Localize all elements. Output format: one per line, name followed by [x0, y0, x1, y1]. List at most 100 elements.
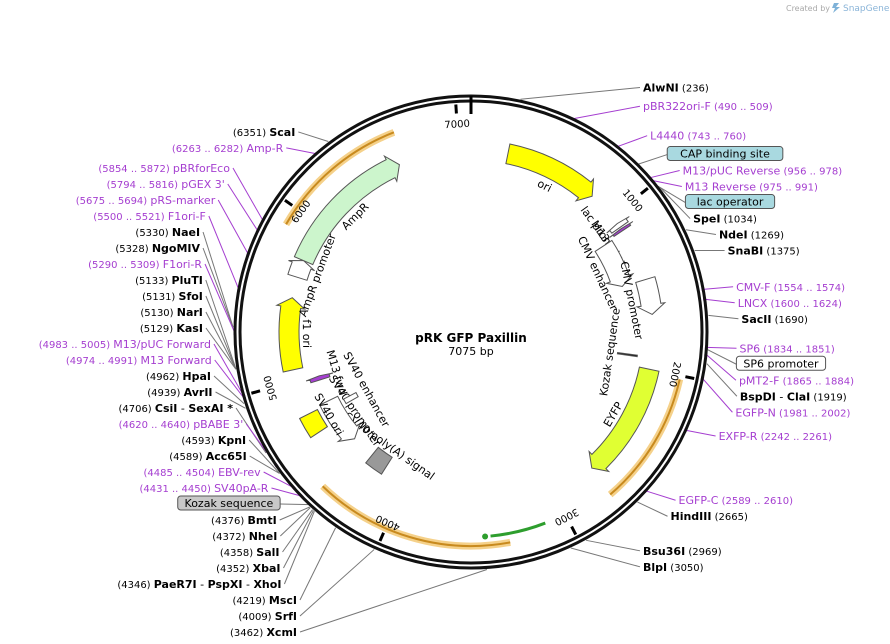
label-naei: (5330) NaeI: [135, 226, 200, 239]
leader-f1ori-f: [208, 215, 240, 290]
label-text-kasi: (5129) KasI: [140, 322, 203, 335]
label-sp6-promoter: SP6 promoter: [735, 355, 827, 371]
leader-cmv-f: [703, 286, 734, 290]
label-text-sacii: SacII (1690): [741, 313, 808, 326]
leader-kasi: [205, 327, 237, 370]
tick-label-7000: 7000: [444, 119, 470, 132]
label-hpai: (4962) HpaI: [146, 370, 211, 383]
leader-egfp-c: [645, 490, 676, 501]
leader-pmt2-f: [705, 353, 737, 381]
leader-spei: [659, 187, 691, 219]
label-box-text-kozak-box: Kozak sequence: [185, 497, 274, 510]
label-snabi: SnaBI (1375): [728, 245, 800, 258]
label-text-xbai: (4352) XbaI: [216, 562, 280, 575]
label-exfp-r: EXFP-R (2242 .. 2261): [719, 430, 833, 443]
leader-hindiii: [637, 501, 668, 517]
leader-xbai: [283, 510, 314, 569]
feature-label-f1-ori: f1 ori: [300, 319, 313, 348]
tick-label-3000: 3000: [552, 506, 580, 527]
label-spei: SpeI (1034): [693, 213, 757, 226]
leader-ampr-primer: [286, 147, 317, 155]
label-sacii: SacII (1690): [741, 313, 808, 326]
leader-sacii: [708, 314, 739, 320]
label-ampr-primer: (6263 .. 6282) Amp-R: [172, 142, 284, 155]
label-text-pbabe3: (4620 .. 4640) pBABE 3': [119, 418, 244, 431]
leader-m13puc-rev: [649, 170, 680, 179]
label-text-alwni: AlwNI (236): [643, 81, 709, 94]
label-bspdi: BspDI - ClaI (1919): [740, 390, 847, 403]
label-pmt2-f: pMT2-F (1865 .. 1884): [739, 374, 854, 387]
leader-lncx: [704, 298, 735, 304]
label-msci: (4219) MscI: [232, 594, 297, 607]
orf-bottom-arc: [320, 483, 511, 550]
label-text-f1ori-r: (5290 .. 5309) F1ori-R: [88, 258, 202, 271]
label-f1ori-r: (5290 .. 5309) F1ori-R: [88, 258, 202, 271]
label-box-sp6-promoter: [735, 355, 827, 371]
label-text-pgex3: (5794 .. 5816) pGEX 3': [107, 178, 225, 191]
leader-pbrforeco: [232, 167, 264, 221]
label-text-bsu36i: Bsu36I (2969): [643, 545, 722, 558]
leader-alwni: [520, 86, 641, 100]
label-cmv-f: CMV-F (1554 .. 1574): [736, 281, 845, 294]
leader-hpai: [213, 375, 245, 405]
feature-f1-ori: [275, 297, 307, 373]
plasmid-length: 7075 bp: [448, 345, 493, 358]
label-text-hpai: (4962) HpaI: [146, 370, 211, 383]
label-box-text-sp6-promoter: SP6 promoter: [743, 357, 819, 370]
label-text-ngomiv: (5328) NgoMIV: [115, 242, 200, 255]
leader-msci: [299, 527, 337, 601]
leader-sp6: [706, 346, 737, 349]
label-text-avrii: (4939) AvrII: [147, 386, 212, 399]
leader-m13puc-fwd: [213, 343, 245, 397]
label-sp6: SP6 (1834 .. 1851): [740, 342, 835, 355]
label-text-egfp-n: EGFP-N (1981 .. 2002): [735, 406, 850, 419]
tick-label-2000: 2000: [666, 361, 682, 388]
feature-ampr-promoter: [287, 260, 315, 281]
label-pbabe3: (4620 .. 4640) pBABE 3': [119, 418, 244, 431]
leader-f1ori-r: [204, 263, 236, 334]
label-text-sali: (4358) SalI: [220, 546, 280, 559]
leader-naei: [202, 231, 234, 328]
label-kozak-box: Kozak sequence: [177, 495, 281, 511]
label-cap-site: CAP binding site: [666, 146, 784, 162]
label-text-kpni: (4593) KpnI: [181, 434, 246, 447]
label-text-exfp-r: EXFP-R (2242 .. 2261): [719, 430, 833, 443]
label-box-text-cap-site: CAP binding site: [680, 148, 770, 161]
label-text-m13puc-fwd: (4983 .. 5005) M13/pUC Forward: [39, 338, 211, 351]
created-by-text: Created by: [786, 4, 830, 13]
snapgene-brand: SnapGene: [843, 4, 890, 14]
label-pgex3: (5794 .. 5816) pGEX 3': [107, 178, 225, 191]
tick-label-5000: 5000: [262, 374, 279, 401]
label-text-lncx: LNCX (1600 .. 1624): [738, 297, 842, 310]
tick-mark-3000: [570, 525, 578, 536]
leader-bmti: [279, 506, 310, 521]
label-text-pmt2-f: pMT2-F (1865 .. 1884): [739, 374, 854, 387]
label-box-lac-operator: [684, 194, 776, 210]
leader-bspdi: [706, 363, 738, 397]
label-text-bspdi: BspDI - ClaI (1919): [740, 390, 847, 403]
leader-bsu36i: [586, 539, 641, 552]
leader-nhei: [279, 507, 311, 537]
label-pbrforeco: (5854 .. 5872) pBRforEco: [98, 162, 230, 175]
green-orf-arrow-head: [482, 533, 489, 540]
label-text-cmv-f: CMV-F (1554 .. 1574): [736, 281, 845, 294]
label-kpni: (4593) KpnI: [181, 434, 246, 447]
tick-mark-4000: [378, 532, 385, 542]
leader-paer7i: [283, 511, 315, 585]
label-blpi: BlpI (3050): [643, 561, 704, 574]
leader-blpi: [570, 547, 641, 568]
label-text-spei: SpeI (1034): [693, 213, 757, 226]
label-csii-sexai: (4706) CsiI - SexAI *: [118, 402, 233, 415]
leader-pgex3: [227, 183, 259, 232]
label-xcmi: (3462) XcmI: [230, 626, 297, 639]
label-avrii: (4939) AvrII: [147, 386, 212, 399]
leader-acc65i: [249, 455, 280, 474]
label-text-prs-marker: (5675 .. 5694) pRS-marker: [76, 194, 216, 207]
label-text-nhei: (4372) NheI: [212, 530, 277, 543]
label-text-plutI: (5133) PluTI: [135, 274, 203, 287]
label-lncx: LNCX (1600 .. 1624): [738, 297, 842, 310]
site-labels: AlwNI (236)pBR322ori-F (490 .. 509)L4440…: [39, 81, 854, 639]
label-m13-forward: (4974 .. 4991) M13 Forward: [66, 354, 212, 367]
label-text-sfoi: (5131) SfoI: [142, 290, 203, 303]
